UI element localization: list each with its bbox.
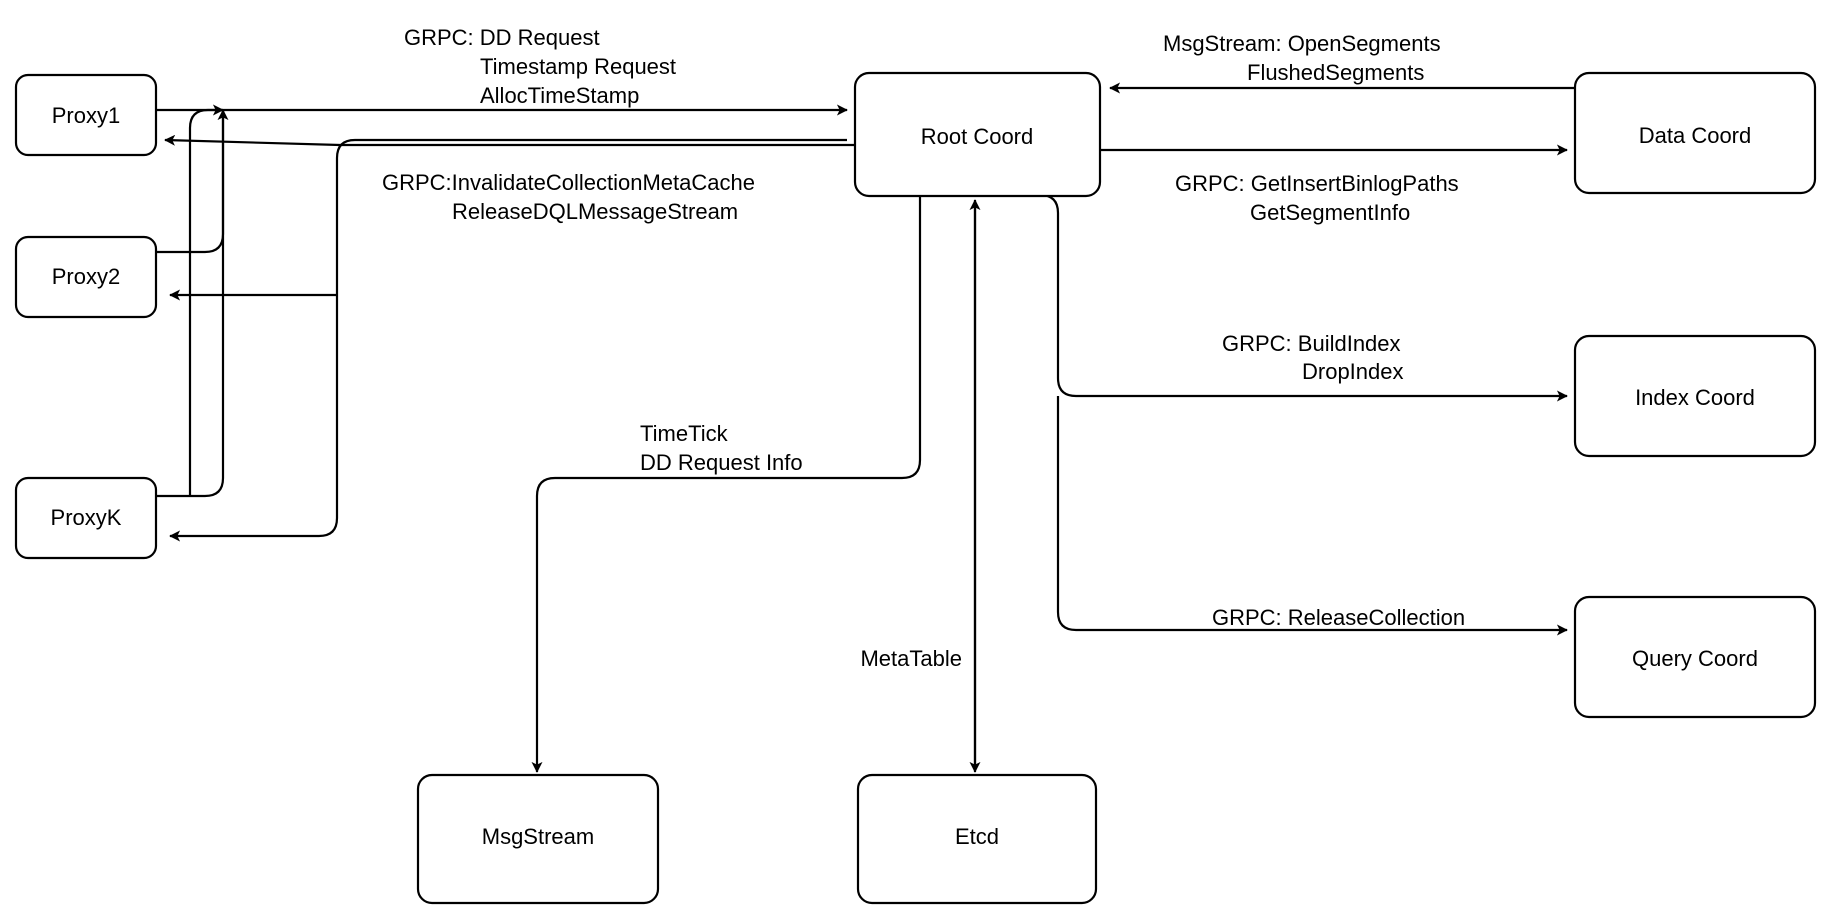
node-indexcoord[interactable]: Index Coord [1573,334,1817,458]
node-datacoord-box[interactable] [1573,71,1817,195]
node-datacoord-label: Data Coord [1639,123,1752,148]
node-rootcoord-label: Root Coord [921,124,1034,149]
edge-rootcoord-to-querycoord [1056,396,1568,636]
label-root-to-datacoord-line2: GetSegmentInfo [1250,200,1410,225]
node-querycoord-box[interactable] [1573,595,1817,719]
node-rootcoord[interactable]: Root Coord [853,71,1102,198]
node-proxy1-box[interactable] [14,73,158,157]
label-datacoord-to-root-line1: MsgStream: OpenSegments [1163,31,1441,56]
label-root-to-msgstream-line2: DD Request Info [640,450,803,475]
node-indexcoord-label: Index Coord [1635,385,1755,410]
node-proxyk[interactable]: ProxyK [14,476,158,560]
node-proxyk-box[interactable] [14,476,158,560]
node-proxy2[interactable]: Proxy2 [14,235,158,319]
label-root-to-etcd: MetaTable [860,646,962,671]
node-etcd-box[interactable] [856,773,1098,905]
node-querycoord[interactable]: Query Coord [1573,595,1817,719]
label-root-to-proxy-line1: GRPC:InvalidateCollectionMetaCache [382,170,755,195]
label-proxy-to-root-line3: AllocTimeStamp [480,83,639,108]
label-root-to-msgstream-line1: TimeTick [640,421,729,446]
node-datacoord[interactable]: Data Coord [1573,71,1817,195]
node-proxy2-label: Proxy2 [52,264,120,289]
edge-rootcoord-to-msgstream [531,195,922,773]
node-querycoord-label: Query Coord [1632,646,1758,671]
edge-proxyk-to-rootcoord [156,110,225,498]
node-proxy2-box[interactable] [14,235,158,319]
edge-proxyk-riser [188,104,224,496]
label-root-to-datacoord-line1: GRPC: GetInsertBinlogPaths [1175,171,1459,196]
node-msgstream[interactable]: MsgStream [416,773,660,905]
label-root-to-proxy-line2: ReleaseDQLMessageStream [452,199,738,224]
label-proxy-to-root-line2: Timestamp Request [480,54,676,79]
node-msgstream-label: MsgStream [482,824,594,849]
label-root-to-indexcoord-line2: DropIndex [1302,359,1404,384]
edge-rootcoord-proxy-trunk [169,138,847,542]
label-datacoord-to-root-line2: FlushedSegments [1247,60,1424,85]
node-etcd-label: Etcd [955,824,999,849]
label-root-to-indexcoord-line1: GRPC: BuildIndex [1222,331,1401,356]
node-indexcoord-box[interactable] [1573,334,1817,458]
node-msgstream-box[interactable] [416,773,660,905]
node-rootcoord-box[interactable] [853,71,1102,198]
node-proxyk-label: ProxyK [51,505,122,530]
node-proxy1[interactable]: Proxy1 [14,73,158,157]
label-proxy-to-root-line1: GRPC: DD Request [404,25,600,50]
node-etcd[interactable]: Etcd [856,773,1098,905]
node-proxy1-label: Proxy1 [52,103,120,128]
label-root-to-querycoord-line1: GRPC: ReleaseCollection [1212,605,1465,630]
